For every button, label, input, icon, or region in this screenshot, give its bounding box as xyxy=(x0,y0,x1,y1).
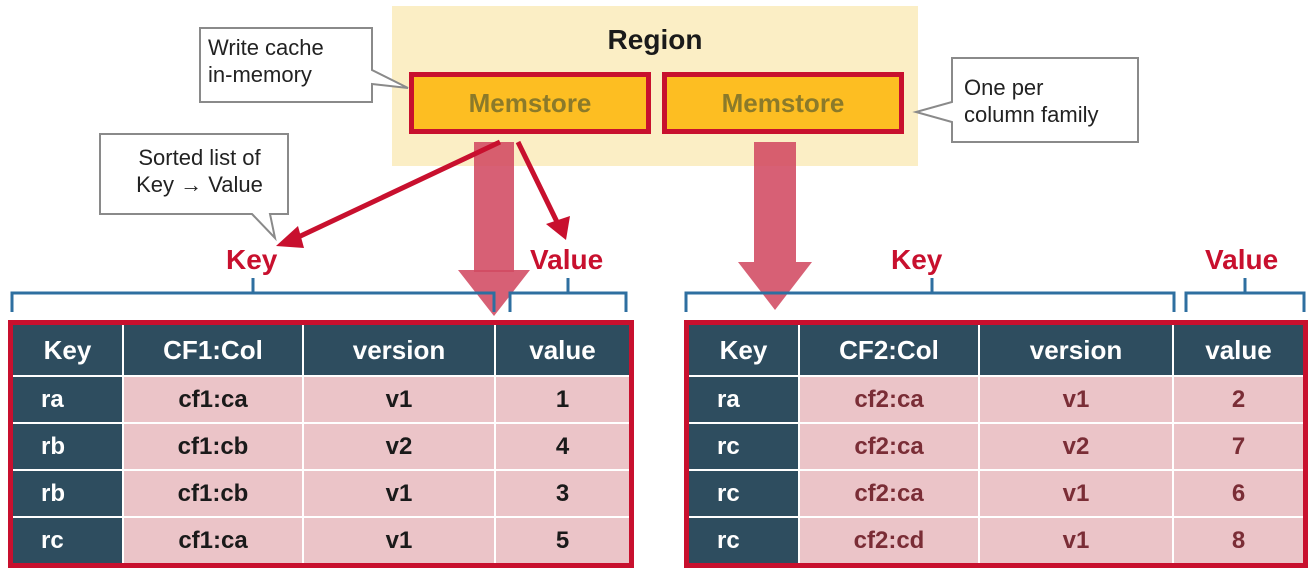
key-label-right: Key xyxy=(891,244,943,275)
callout-sorted-list: Sorted list of Key → Value xyxy=(136,145,263,197)
row-value: 4 xyxy=(495,423,629,472)
flush-arrow-left xyxy=(458,142,530,316)
arrow-to-value xyxy=(515,140,570,240)
table-header-row: Key CF2:Col version value xyxy=(689,325,1303,377)
row-version: v1 xyxy=(303,517,496,563)
region-title: Region xyxy=(607,24,703,55)
callout-write-cache-shape xyxy=(199,27,409,103)
row-version: v1 xyxy=(303,470,496,519)
brace-key-right xyxy=(684,278,1176,312)
row-value: 6 xyxy=(1173,470,1303,519)
row-version: v1 xyxy=(979,376,1174,425)
col-header-version: version xyxy=(303,325,496,377)
table-row: rc cf2:ca v1 6 xyxy=(689,470,1303,519)
callout-write-cache: Write cache in-memory xyxy=(208,35,324,87)
col-header-value: value xyxy=(1173,325,1303,377)
row-key: rc xyxy=(13,517,124,563)
row-version: v2 xyxy=(303,423,496,472)
row-column: cf1:cb xyxy=(123,470,304,519)
table-row: rc cf2:ca v2 7 xyxy=(689,423,1303,472)
row-value: 1 xyxy=(495,376,629,425)
row-version: v1 xyxy=(979,517,1174,563)
row-key: rc xyxy=(689,423,800,472)
brace-key-left xyxy=(10,278,496,312)
table-row: rb cf1:cb v1 3 xyxy=(13,470,629,519)
table-row: rc cf2:cd v1 8 xyxy=(689,517,1303,563)
row-column: cf2:cd xyxy=(799,517,980,563)
row-version: v1 xyxy=(303,376,496,425)
table-header-row: Key CF1:Col version value xyxy=(13,325,629,377)
callout-one-per-cf: One per column family xyxy=(964,75,1099,127)
arrow-to-key xyxy=(276,139,502,248)
col-header-key: Key xyxy=(689,325,800,377)
col-header-cf2-col: CF2:Col xyxy=(799,325,980,377)
row-value: 3 xyxy=(495,470,629,519)
row-version: v1 xyxy=(979,470,1174,519)
callout-one-per-cf-shape xyxy=(912,57,1139,143)
row-column: cf2:ca xyxy=(799,376,980,425)
value-label-right: Value xyxy=(1205,244,1279,275)
value-label-left: Value xyxy=(530,244,604,275)
key-label-left: Key xyxy=(226,244,278,275)
callout-sorted-list-shape xyxy=(99,133,289,242)
col-header-version: version xyxy=(979,325,1174,377)
memstore-left: Memstore xyxy=(409,72,651,134)
table-cf2: Key CF2:Col version value ra cf2:ca v1 2… xyxy=(684,320,1308,568)
row-column: cf2:ca xyxy=(799,423,980,472)
row-column: cf1:ca xyxy=(123,376,304,425)
row-key: rc xyxy=(689,470,800,519)
table-cf1: Key CF1:Col version value ra cf1:ca v1 1… xyxy=(8,320,634,568)
brace-value-right xyxy=(1184,278,1306,312)
row-key: rc xyxy=(689,517,800,563)
col-header-key: Key xyxy=(13,325,124,377)
table-row: rc cf1:ca v1 5 xyxy=(13,517,629,563)
row-column: cf1:ca xyxy=(123,517,304,563)
memstore-right: Memstore xyxy=(662,72,904,134)
row-key: rb xyxy=(13,470,124,519)
brace-value-left xyxy=(508,278,628,312)
row-value: 2 xyxy=(1173,376,1303,425)
col-header-value: value xyxy=(495,325,629,377)
row-key: ra xyxy=(13,376,124,425)
table-row: rb cf1:cb v2 4 xyxy=(13,423,629,472)
row-key: rb xyxy=(13,423,124,472)
row-value: 8 xyxy=(1173,517,1303,563)
row-value: 5 xyxy=(495,517,629,563)
col-header-cf1-col: CF1:Col xyxy=(123,325,304,377)
table-row: ra cf1:ca v1 1 xyxy=(13,376,629,425)
row-version: v2 xyxy=(979,423,1174,472)
row-value: 7 xyxy=(1173,423,1303,472)
flush-arrow-right xyxy=(738,142,812,310)
table-row: ra cf2:ca v1 2 xyxy=(689,376,1303,425)
row-key: ra xyxy=(689,376,800,425)
row-column: cf2:ca xyxy=(799,470,980,519)
row-column: cf1:cb xyxy=(123,423,304,472)
